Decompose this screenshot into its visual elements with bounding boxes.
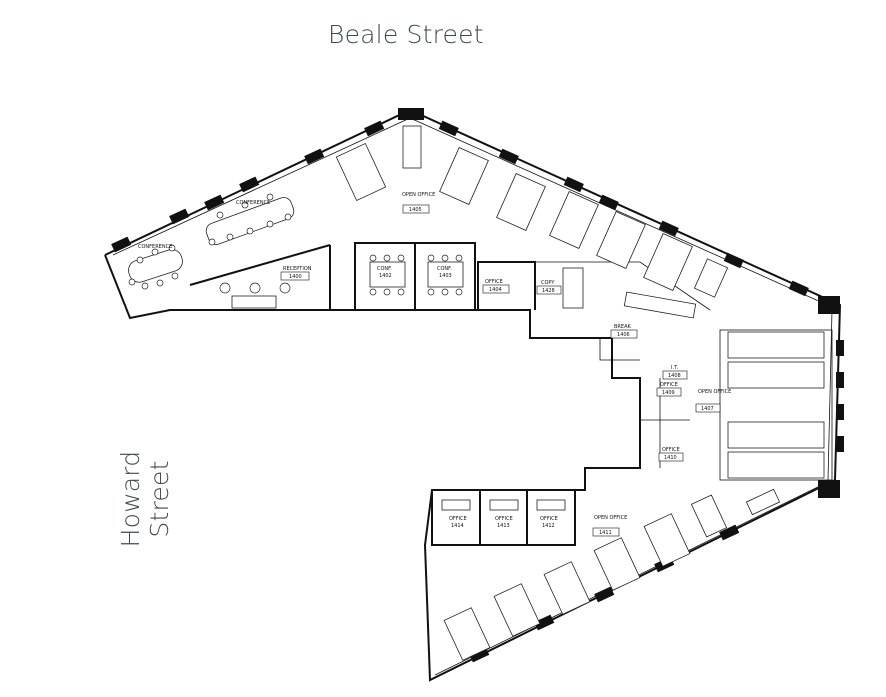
svg-text:OFFICE: OFFICE xyxy=(495,516,513,522)
svg-text:CONFERENCE: CONFERENCE xyxy=(236,200,270,206)
svg-text:OPEN OFFICE: OPEN OFFICE xyxy=(594,515,627,521)
svg-text:1404: 1404 xyxy=(489,287,502,293)
room-label-office-1412: OFFICE 1412 xyxy=(540,516,558,529)
svg-text:1408: 1408 xyxy=(668,373,681,379)
svg-text:COPY: COPY xyxy=(541,280,555,286)
room-label-conf-north: CONFERENCE xyxy=(236,200,270,206)
furniture xyxy=(128,125,825,661)
svg-text:OFFICE: OFFICE xyxy=(449,516,467,522)
room-label-open-1411: OPEN OFFICE 1411 xyxy=(592,515,627,537)
room-label-break-1406: BREAK 1406 xyxy=(610,324,638,339)
svg-text:1402: 1402 xyxy=(379,273,392,279)
room-label-reception: RECEPTION 1400 xyxy=(280,266,312,281)
svg-text:1412: 1412 xyxy=(542,523,555,529)
svg-text:OPEN OFFICE: OPEN OFFICE xyxy=(402,192,435,198)
room-label-it-1408: I.T. 1408 xyxy=(662,365,688,380)
svg-text:1413: 1413 xyxy=(497,523,510,529)
svg-text:1414: 1414 xyxy=(451,523,464,529)
svg-text:RECEPTION: RECEPTION xyxy=(283,266,312,272)
svg-text:OFFICE: OFFICE xyxy=(485,279,503,285)
svg-text:1403: 1403 xyxy=(439,273,452,279)
street-label-beale: Beale Street xyxy=(328,20,484,49)
room-labels: CONFERENCE CONFERENCE RECEPTION 1400 CON… xyxy=(138,192,731,537)
svg-text:1409: 1409 xyxy=(662,390,675,396)
svg-text:I.T.: I.T. xyxy=(671,365,679,371)
svg-text:1406: 1406 xyxy=(617,332,630,338)
room-label-open-1407: OPEN OFFICE 1407 xyxy=(695,389,731,413)
room-label-conf-1402: CONF. 1402 xyxy=(377,266,392,279)
room-label-conf-west: CONFERENCE xyxy=(138,244,172,250)
room-label-office-1410: OFFICE 1410 xyxy=(658,447,684,462)
svg-text:1410: 1410 xyxy=(664,455,677,461)
room-label-office-1413: OFFICE 1413 xyxy=(495,516,513,529)
svg-text:CONFERENCE: CONFERENCE xyxy=(138,244,172,250)
room-label-conf-1403: CONF. 1403 xyxy=(437,266,452,279)
interior-walls xyxy=(189,242,833,546)
svg-text:OPEN OFFICE: OPEN OFFICE xyxy=(698,389,731,395)
svg-text:1400: 1400 xyxy=(289,274,302,280)
structural-columns xyxy=(111,108,844,663)
svg-text:1407: 1407 xyxy=(701,406,714,412)
room-label-office-1404: OFFICE 1404 xyxy=(482,279,510,294)
room-label-office-1409: OFFICE 1409 xyxy=(656,382,682,397)
svg-text:OFFICE: OFFICE xyxy=(662,447,680,453)
svg-text:1405: 1405 xyxy=(409,207,422,213)
svg-text:1411: 1411 xyxy=(599,530,612,536)
room-label-office-1414: OFFICE 1414 xyxy=(449,516,467,529)
svg-text:1428: 1428 xyxy=(542,288,555,294)
room-label-copy-1428: COPY 1428 xyxy=(536,280,562,295)
svg-text:CONF.: CONF. xyxy=(437,266,452,272)
svg-text:OFFICE: OFFICE xyxy=(540,516,558,522)
svg-text:CONF.: CONF. xyxy=(377,266,392,272)
svg-text:OFFICE: OFFICE xyxy=(660,382,678,388)
svg-text:BREAK: BREAK xyxy=(614,324,631,330)
room-label-open-1405: OPEN OFFICE 1405 xyxy=(402,192,435,214)
